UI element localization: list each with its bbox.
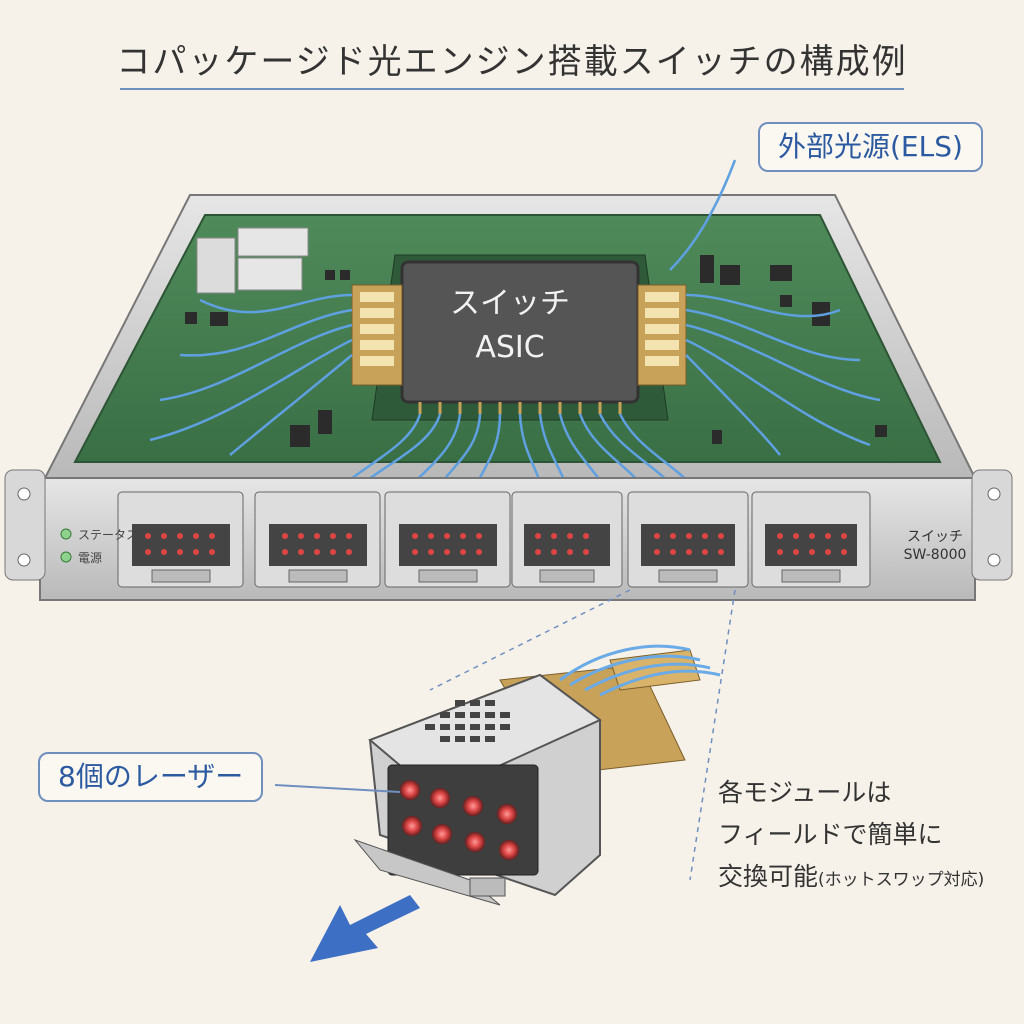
hot-swap-note: 各モジュールは フィールドで簡単に 交換可能(ホットスワップ対応) [718, 772, 984, 901]
enlarged-module-vents [425, 700, 510, 742]
page-title: コパッケージド光エンジン搭載スイッチの構成例 [116, 42, 908, 82]
power-led [60, 551, 72, 563]
status-led [60, 528, 72, 540]
module-lasers [145, 533, 847, 555]
asic-label-line1: スイッチ [450, 286, 570, 321]
module-slot-5 [627, 491, 749, 588]
callout-lasers: 8個のレーザー [38, 752, 264, 802]
module-slot-2 [254, 491, 381, 588]
optical-fibers [149, 159, 881, 501]
power-led-label: 電源 [78, 551, 103, 565]
device-label-line1: スイッチ [907, 529, 963, 545]
optical-engine-left [351, 284, 403, 386]
enlarged-module [353, 649, 701, 906]
module-slot-3 [384, 491, 511, 588]
note-line3: 交換可能(ホットスワップ対応) [718, 856, 984, 901]
title-underline [120, 88, 904, 90]
optical-engine-right [637, 284, 687, 386]
device-model-label: スイッチ SW-8000 [880, 528, 990, 564]
note-line3-main: 交換可能 [718, 862, 819, 891]
enlarged-lasers [400, 780, 519, 860]
zoom-guide-lines [429, 589, 736, 881]
asic-label-line2: ASIC [475, 330, 545, 365]
callout-els: 外部光源(ELS) [758, 122, 983, 172]
module-slot-1 [117, 491, 244, 588]
rack-ear-right [971, 469, 1013, 581]
module-slots [117, 491, 871, 588]
module-slot-6 [751, 491, 871, 588]
rack-ear-left [4, 469, 46, 581]
note-line3-small: (ホットスワップ対応) [818, 870, 985, 890]
board-components [185, 227, 887, 447]
asic-label: スイッチ ASIC [420, 282, 600, 370]
asic-pins [418, 402, 622, 414]
note-line1: 各モジュールは [718, 778, 892, 807]
module-slot-4 [511, 491, 623, 588]
lasers-leader [274, 784, 401, 793]
device-label-line2: SW-8000 [903, 547, 967, 563]
note-line2: フィールドで簡単に [718, 820, 943, 849]
status-led-label: ステータス [78, 528, 139, 542]
enlarged-fibers [559, 644, 721, 697]
arrow-icon [310, 895, 420, 962]
